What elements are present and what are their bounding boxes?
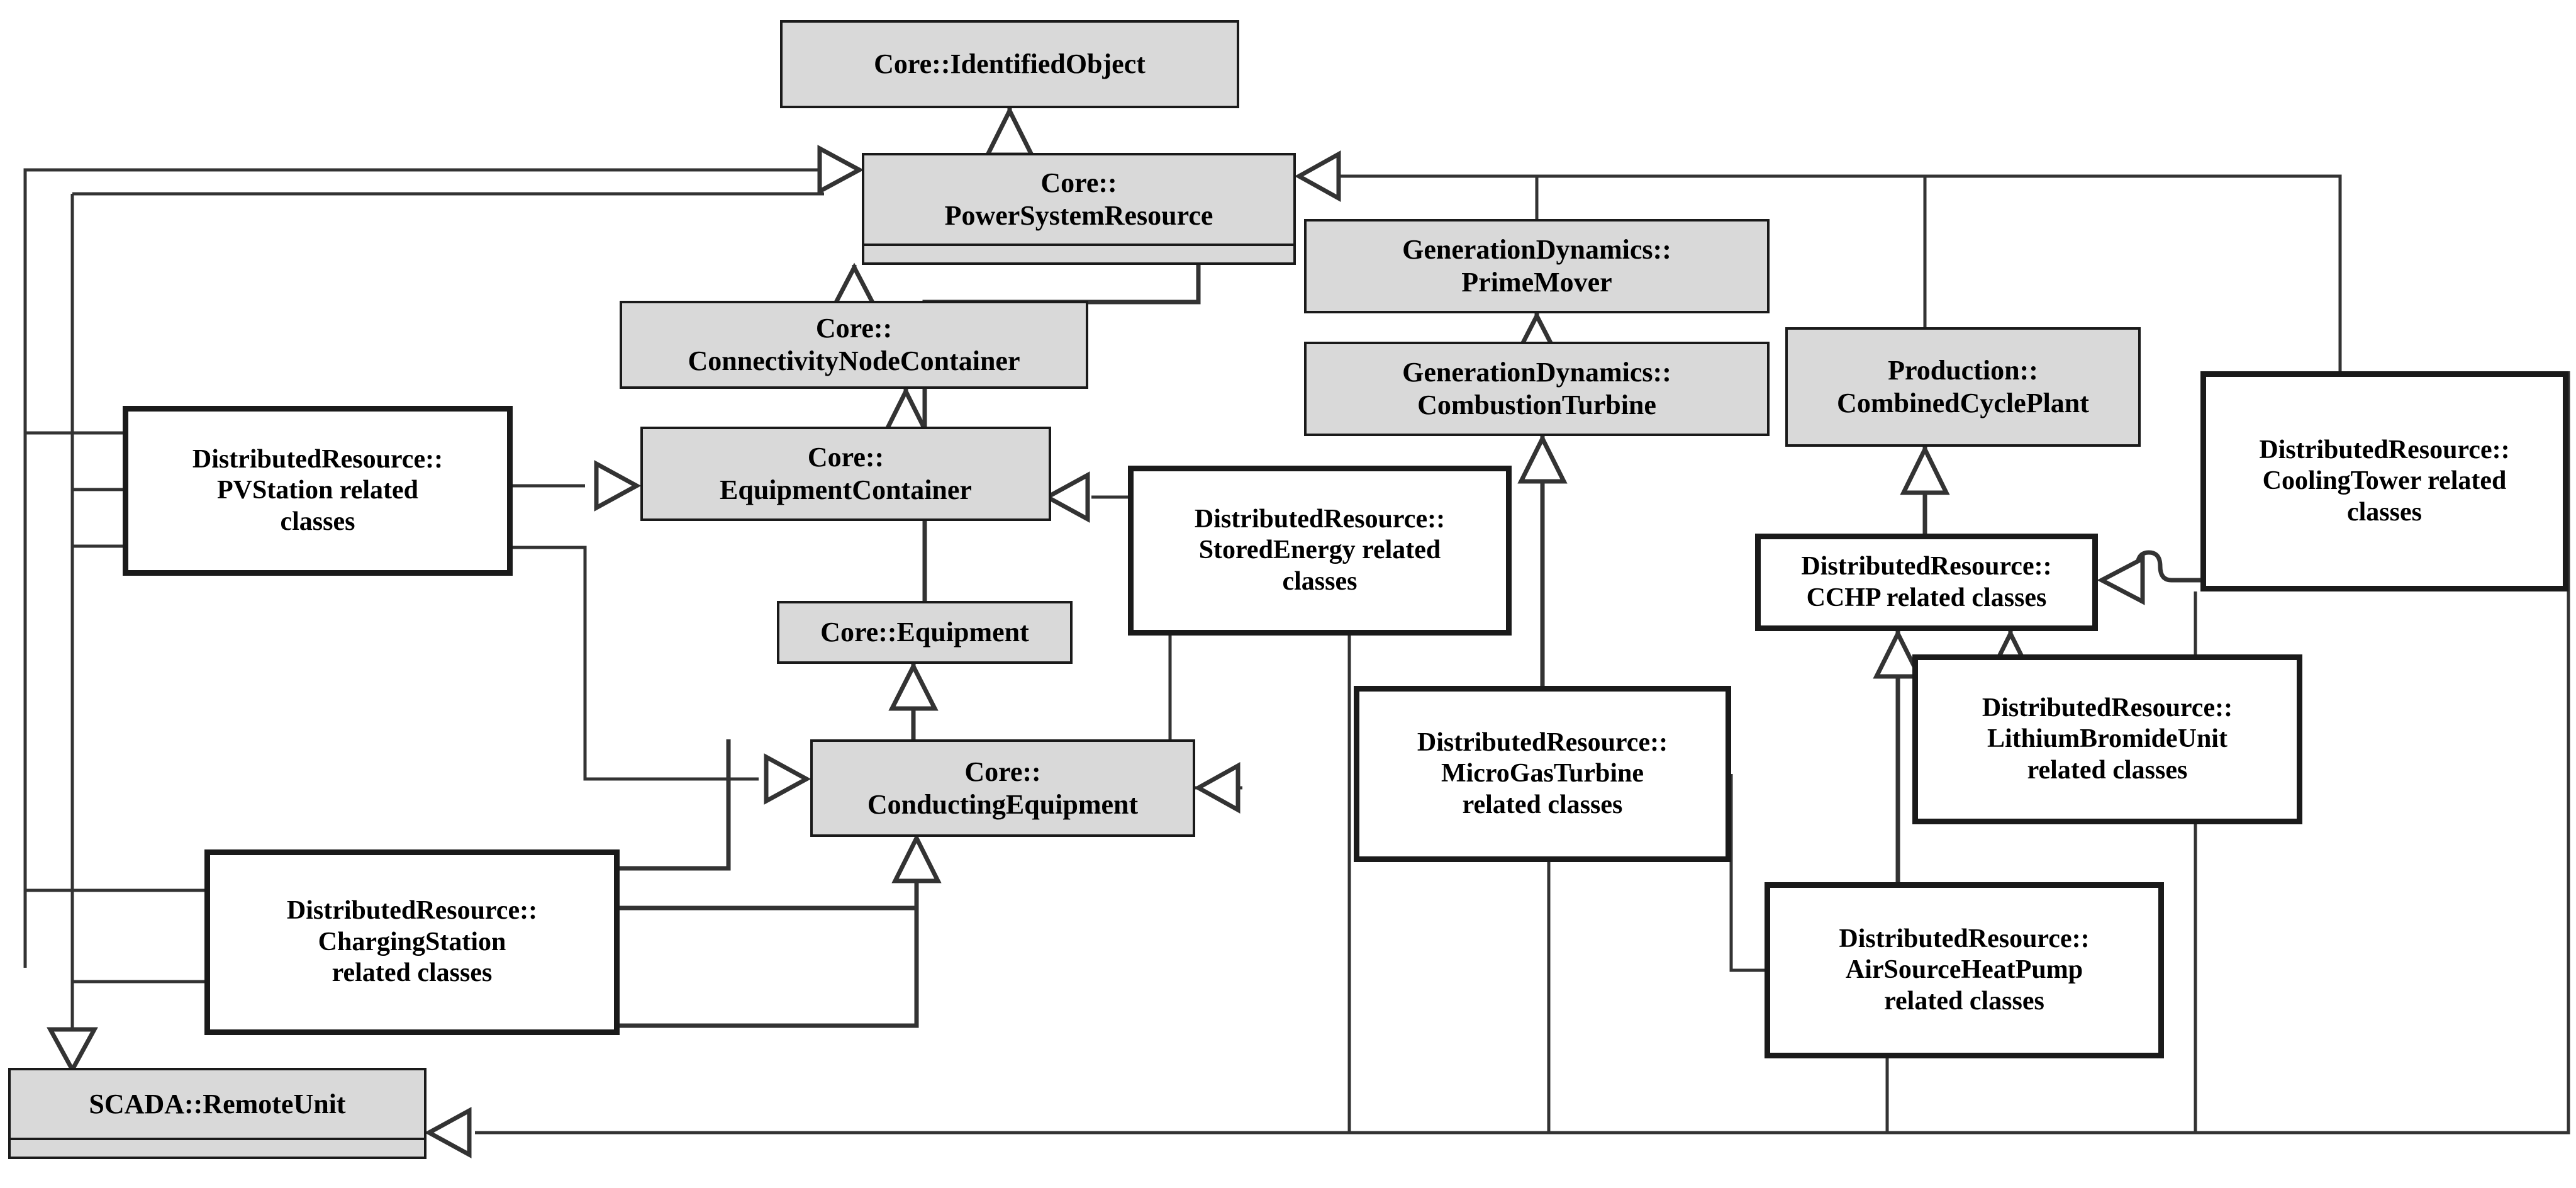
class-core-connectivitynodecontainer[interactable]: Core:: ConnectivityNodeContainer [620,301,1088,389]
class-title: GenerationDynamics:: CombustionTurbine [1402,357,1671,420]
edge-pvstation-to-ce [513,546,811,805]
class-title: SCADA::RemoteUnit [89,1088,346,1119]
edge-ashp-left-stub [1729,774,1765,972]
class-core-identifiedobject[interactable]: Core::IdentifiedObject [780,20,1239,108]
class-core-equipmentcontainer[interactable]: Core:: EquipmentContainer [640,427,1051,521]
class-core-powersystemresource[interactable]: Core:: PowerSystemResource [862,153,1296,265]
class-title: Core:: PowerSystemResource [944,167,1213,231]
edge-chargingstation-to-ce [620,739,942,1028]
class-title: Core:: ConductingEquipment [867,756,1139,820]
package-title: DistributedResource:: MicroGasTurbine re… [1417,727,1668,819]
package-title: DistributedResource:: PVStation related … [192,444,443,536]
package-title: DistributedResource:: CCHP related class… [1801,551,2052,612]
class-title: Core:: ConnectivityNodeContainer [688,313,1020,376]
edge-left-inner-rail-to-remoteunit [47,192,824,1075]
package-title: DistributedResource:: ChargingStation re… [286,896,538,988]
class-compartment [864,244,1293,262]
class-title: Core::IdentifiedObject [874,48,1146,80]
class-core-equipment[interactable]: Core::Equipment [777,601,1073,664]
package-title: DistributedResource:: CoolingTower relat… [2259,435,2510,527]
edge-primemover-to-psr [1294,150,1539,219]
edge-bottom-rail-to-remoteunit [424,371,2570,1158]
package-distributedresource-storedenergy[interactable]: DistributedResource:: StoredEnergy relat… [1128,466,1512,636]
package-distributedresource-pvstation[interactable]: DistributedResource:: PVStation related … [123,406,513,576]
package-distributedresource-cchp[interactable]: DistributedResource:: CCHP related class… [1755,534,2098,631]
class-title: Production:: CombinedCyclePlant [1837,355,2089,418]
package-title: DistributedResource:: AirSourceHeatPump … [1839,924,2090,1016]
class-title: GenerationDynamics:: PrimeMover [1402,234,1671,298]
edge-cchp-to-ccp [1900,444,1950,534]
edge-ashp-to-cchp [1873,629,1923,882]
package-title: DistributedResource:: StoredEnergy relat… [1194,504,1446,596]
class-production-combinedcycleplant[interactable]: Production:: CombinedCyclePlant [1785,327,2141,447]
edge-coolingtower-to-psr [1339,174,2342,371]
class-title: Core:: EquipmentContainer [720,442,972,505]
class-compartment [11,1138,424,1157]
edge-storedenergy-to-eqc [1042,471,1128,523]
class-core-conductingequipment[interactable]: Core:: ConductingEquipment [810,739,1195,837]
package-distributedresource-microgasturbine[interactable]: DistributedResource:: MicroGasTurbine re… [1354,686,1731,862]
package-distributedresource-airsourceheatpump[interactable]: DistributedResource:: AirSourceHeatPump … [1765,882,2164,1058]
package-distributedresource-coolingtower[interactable]: DistributedResource:: CoolingTower relat… [2200,371,2568,591]
edge-coolingtower-to-cchp [2097,550,2200,605]
package-distributedresource-chargingstation[interactable]: DistributedResource:: ChargingStation re… [204,849,620,1035]
class-title: Core::Equipment [820,617,1029,648]
edge-pvstation-to-eqc [513,460,642,512]
class-generationdynamics-combustionturbine[interactable]: GenerationDynamics:: CombustionTurbine [1304,342,1770,436]
edge-psr-to-identifiedobject [984,106,1035,157]
class-generationdynamics-primemover[interactable]: GenerationDynamics:: PrimeMover [1304,219,1770,313]
edge-mgt-to-combustionturbine [1517,434,1568,686]
package-distributedresource-lithiumbromideunit[interactable]: DistributedResource:: LithiumBromideUnit… [1912,654,2302,824]
package-title: DistributedResource:: LithiumBromideUnit… [1982,693,2233,785]
class-scada-remoteunit[interactable]: SCADA::RemoteUnit [8,1068,427,1159]
edge-ce-to-equipment [888,661,939,739]
